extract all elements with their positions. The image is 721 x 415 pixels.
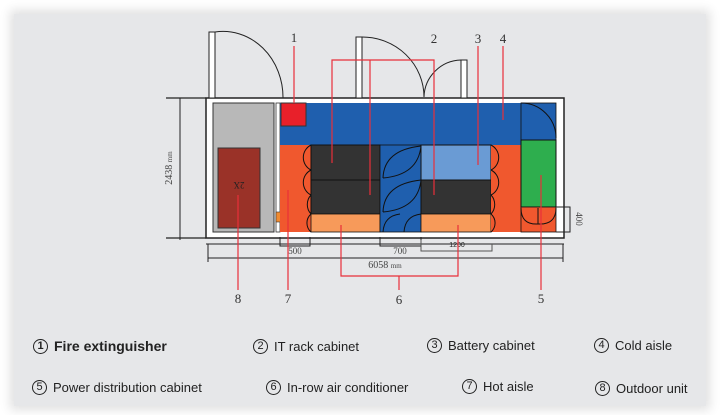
legend-item-hot-aisle: 7 Hot aisle: [462, 379, 534, 394]
legend-label: Outdoor unit: [616, 381, 688, 396]
legend-number: 3: [427, 338, 442, 353]
legend-label: Cold aisle: [615, 338, 673, 353]
entry-door-middle: [355, 36, 363, 99]
legend-number: 7: [462, 379, 477, 394]
in-row-air-conditioner: [420, 213, 492, 233]
cold-aisle-middle: [379, 144, 422, 233]
length-dimension: 6058 mm: [368, 260, 402, 271]
height-dimension: 2438 mm: [164, 151, 175, 185]
outdoor-unit-label: 2X: [233, 180, 245, 190]
in-row-air-conditioner: [310, 213, 381, 233]
entry-door-left: [208, 31, 216, 99]
battery-cabinet: [420, 144, 492, 181]
legend-label: Battery cabinet: [448, 338, 535, 353]
legend-item-in-row-ac: 6 In-row air conditioner: [266, 380, 408, 395]
fire-extinguisher: [280, 102, 307, 127]
legend-item-cold-aisle: 4 Cold aisle: [594, 338, 672, 353]
door-swing-left: [214, 30, 284, 99]
rack-door-swings: [302, 144, 500, 233]
legend-item-it-rack: 2 IT rack cabinet: [253, 339, 359, 354]
legend-number: 4: [594, 338, 609, 353]
legend-item-power-distribution: 5 Power distribution cabinet: [32, 380, 202, 395]
callout-5: 5: [538, 291, 545, 306]
it-rack-cabinet: [420, 179, 492, 215]
cold-aisle-top: [280, 103, 548, 145]
legend-label: Hot aisle: [483, 379, 534, 394]
dim-hot-aisle: [279, 237, 311, 247]
entry-door-right: [460, 59, 468, 99]
hot-aisle-dimension: 500: [288, 246, 302, 256]
hot-aisle-left: [280, 145, 311, 232]
door-swing-middle: [361, 36, 425, 98]
legend-number: 2: [253, 339, 268, 354]
legend-number: 8: [595, 381, 610, 396]
cold-aisle-dimension: 700: [393, 246, 407, 256]
callout-3: 3: [475, 31, 482, 46]
pdc-door-area: [520, 102, 557, 141]
legend-label: Fire extinguisher: [54, 338, 167, 354]
legend-item-fire-extinguisher: 1 Fire extinguisher: [33, 338, 167, 354]
pdc-clearance-dimension: 400: [574, 212, 584, 226]
pdc-door-swing: [520, 102, 557, 139]
outdoor-unit: [217, 147, 261, 229]
callout-6: 6: [396, 292, 403, 307]
legend-item-battery: 3 Battery cabinet: [427, 338, 535, 353]
legend-label: Power distribution cabinet: [53, 380, 202, 395]
callout-7: 7: [285, 291, 292, 306]
legend-label: IT rack cabinet: [274, 339, 360, 354]
cabinet-dimension: 1200: [449, 242, 465, 249]
hot-aisle-right: [491, 145, 521, 232]
power-distribution-cabinet: [520, 139, 557, 208]
legend-number: 1: [33, 338, 48, 354]
callout-8: 8: [235, 291, 242, 306]
callout-2: 2: [431, 31, 438, 46]
callout-1: 1: [291, 30, 298, 45]
legend-label: In-row air conditioner: [287, 380, 409, 395]
dim-cabinet: [420, 240, 493, 252]
door-swing-right: [423, 59, 462, 98]
legend-item-outdoor-unit: 8 Outdoor unit: [595, 381, 688, 396]
callout-lines: [237, 46, 542, 290]
legend-number: 5: [32, 380, 47, 395]
legend-number: 6: [266, 380, 281, 395]
dim-pdc-clearance: [556, 206, 571, 233]
callout-4: 4: [500, 31, 507, 46]
